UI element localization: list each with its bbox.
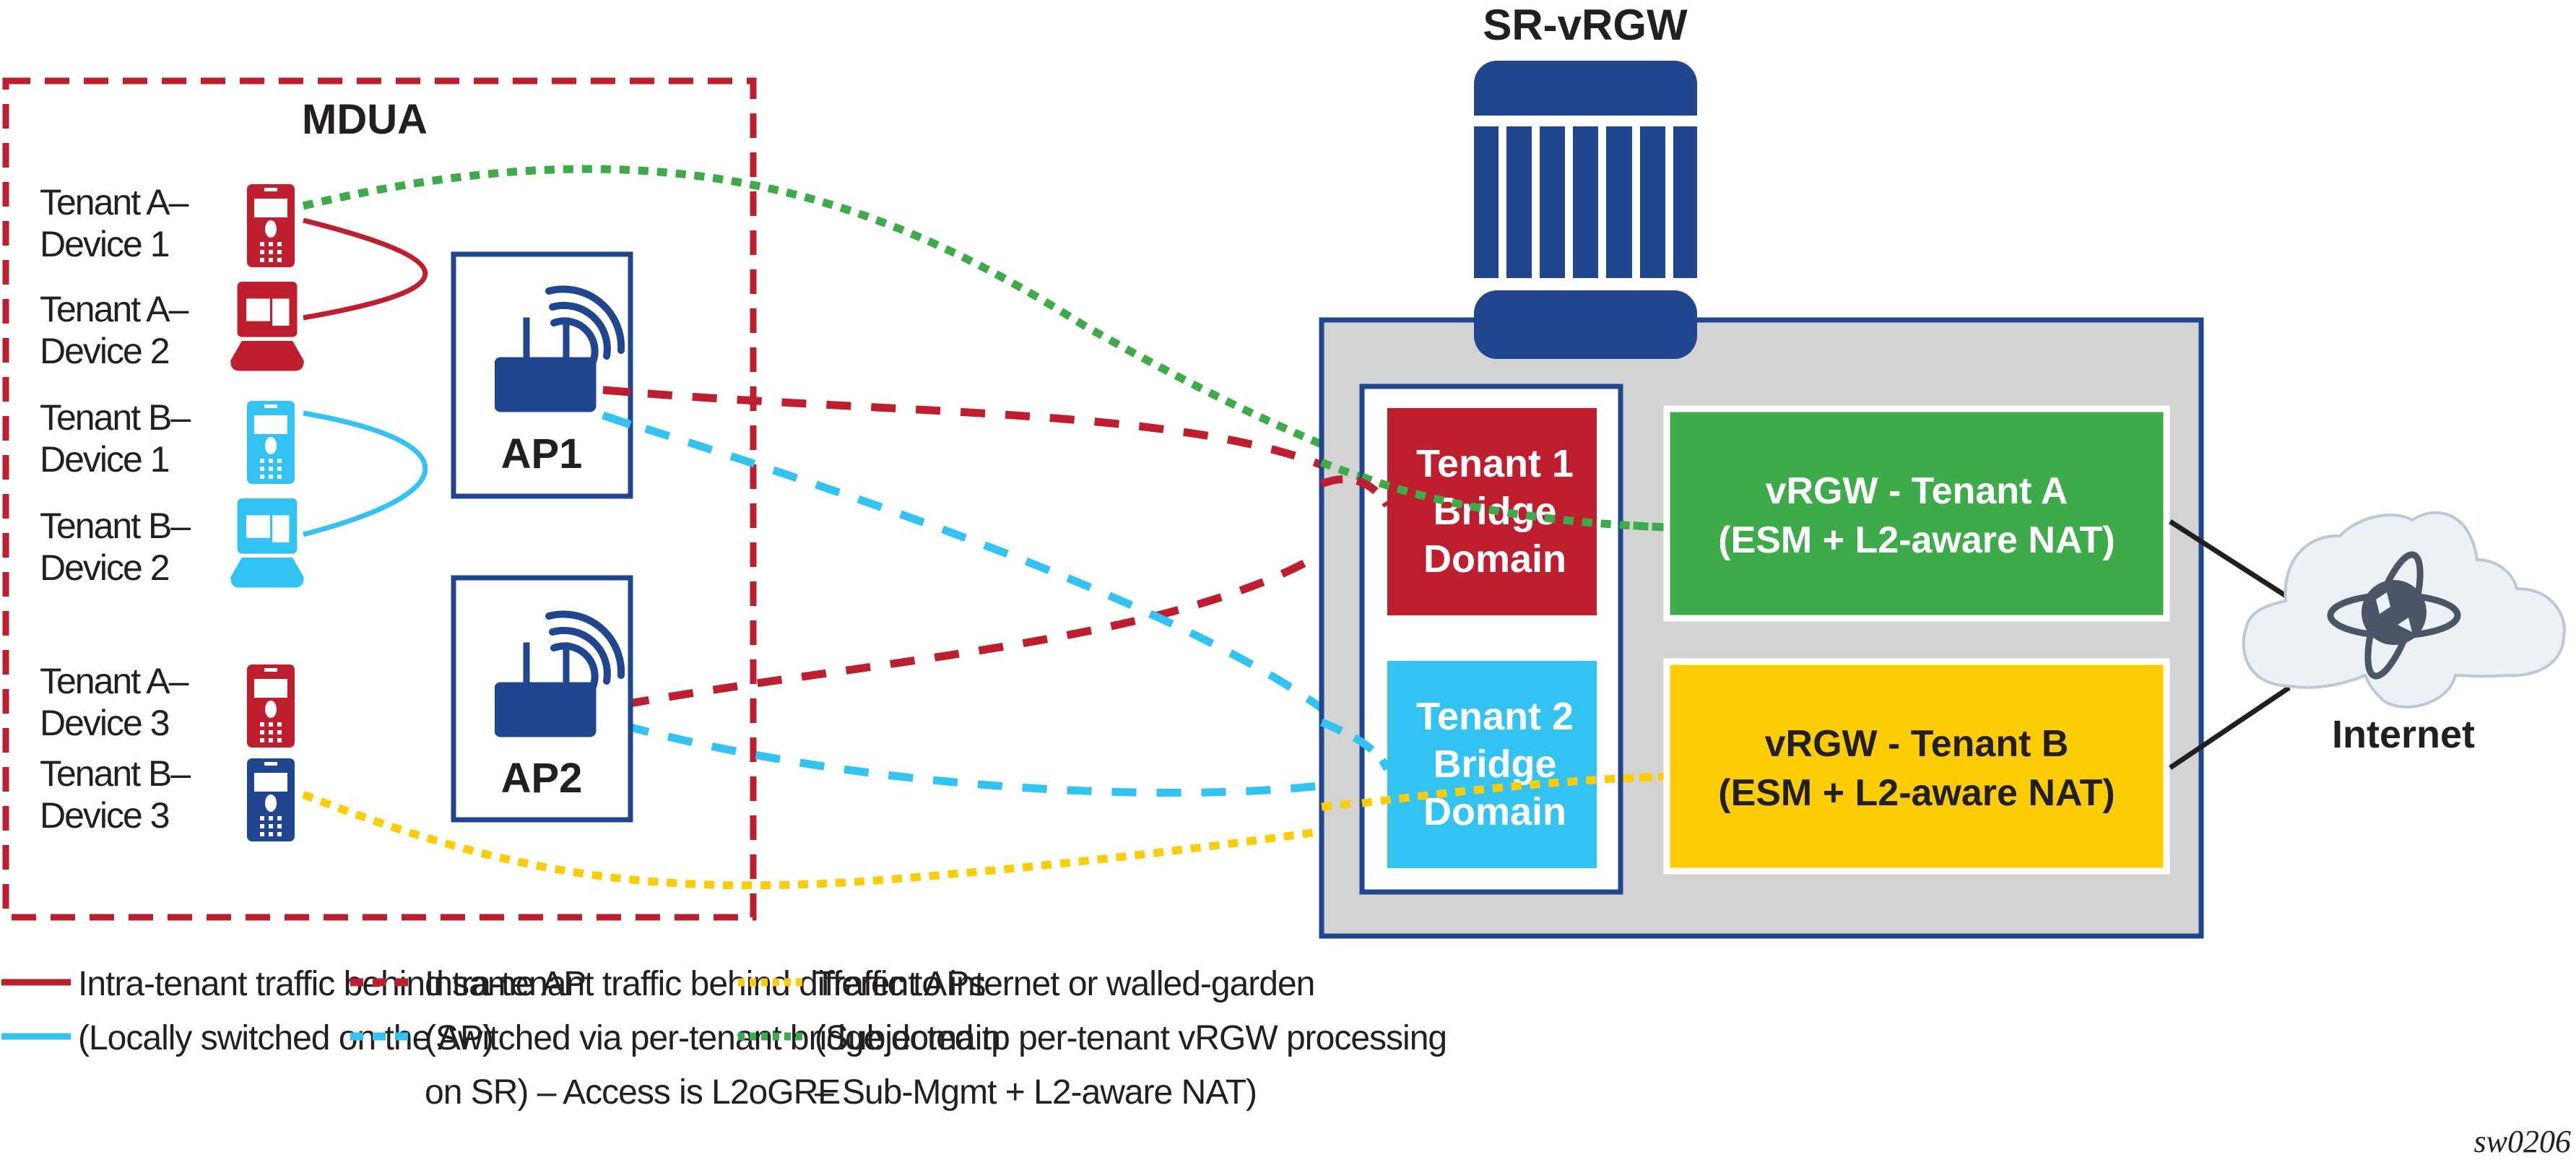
- intra-same-ap-cyan-link: [303, 410, 428, 537]
- phone-icon: [247, 401, 295, 484]
- intra-diff-ap-cyan-link-1: [602, 411, 1387, 768]
- ap1-red-stub: [602, 386, 631, 397]
- legend: Intra-tenant traffic behind same AP (Loc…: [1, 965, 1447, 1112]
- svg-text:Tenant B–: Tenant B–: [40, 506, 191, 546]
- legend-text: Intra-tenant traffic behind same AP: [78, 965, 586, 1003]
- cyan-link-into-bd: [1319, 718, 1392, 771]
- svg-text:Tenant 2: Tenant 2: [1416, 695, 1574, 738]
- svg-text:Domain: Domain: [1423, 790, 1566, 833]
- tenant2-bridge-domain: Tenant 2 Bridge Domain: [1387, 661, 1597, 868]
- svg-text:Device 1: Device 1: [40, 439, 169, 480]
- svg-text:Tenant B–: Tenant B–: [40, 753, 191, 794]
- intra-diff-ap-cyan-link-2: [623, 722, 1385, 797]
- legend-text: on SR) – Access is L2oGRE: [425, 1073, 840, 1112]
- device-label-b3: Tenant B– Device 3: [40, 753, 192, 836]
- intra-diff-ap-red-link-1: [602, 386, 1386, 502]
- svg-text:Bridge: Bridge: [1433, 742, 1556, 786]
- svg-text:(ESM + L2-aware NAT): (ESM + L2-aware NAT): [1718, 772, 2115, 814]
- svg-text:Tenant 1: Tenant 1: [1416, 442, 1574, 485]
- phone-icon: [247, 758, 295, 841]
- access-point-ap2: AP2: [451, 575, 633, 823]
- device-label-a3: Tenant A– Device 3: [40, 661, 191, 743]
- legend-text: – Sub-Mgmt + L2-aware NAT): [815, 1073, 1257, 1112]
- svg-text:Device 2: Device 2: [40, 547, 169, 588]
- mdua-boundary: [2, 77, 757, 921]
- device-label-a2: Tenant A– Device 2: [40, 289, 191, 371]
- ap2-label: AP2: [501, 755, 583, 802]
- green-link-over-bd: [1361, 472, 1669, 532]
- svg-text:Tenant A–: Tenant A–: [40, 182, 189, 222]
- legend-text: (Subjected tp per-tenant vRGW processing: [815, 1019, 1447, 1057]
- uplink-tenant-b: [2169, 685, 2291, 770]
- red-link-into-bd: [1319, 475, 1391, 508]
- sr-vrgw-router-icon: [1474, 61, 1697, 359]
- access-point-ap1: AP1: [451, 251, 633, 499]
- svg-text:Tenant A–: Tenant A–: [40, 289, 189, 329]
- legend-text: Traffic to internet or walled-garden: [815, 965, 1314, 1003]
- ap1-cyan-stub: [602, 411, 632, 429]
- svg-text:Tenant B–: Tenant B–: [40, 397, 191, 438]
- svg-text:Device 1: Device 1: [40, 224, 169, 264]
- figure-id: sw0206: [2474, 1124, 2571, 1159]
- legend-text: (Switched via per-tenant bridge domain: [425, 1019, 1000, 1057]
- intra-same-ap-red-link: [303, 217, 428, 321]
- device-label-a1: Tenant A– Device 1: [40, 182, 191, 264]
- svg-text:Tenant A–: Tenant A–: [40, 661, 189, 701]
- internet-cloud-icon: [2242, 511, 2566, 709]
- internet-label: Internet: [2332, 713, 2475, 756]
- computer-icon: [230, 498, 304, 588]
- svg-text:vRGW - Tenant B: vRGW - Tenant B: [1765, 723, 2069, 765]
- ap1-label: AP1: [501, 430, 583, 477]
- vrgw-tenant-a: vRGW - Tenant A (ESM + L2-aware NAT): [1663, 405, 2170, 622]
- svg-text:Device 2: Device 2: [40, 331, 169, 371]
- intra-diff-ap-red-link-2: [624, 503, 1387, 709]
- sr-vrgw-title: SR-vRGW: [1483, 1, 1688, 49]
- computer-icon: [230, 282, 304, 371]
- legend-text: (Locally switched on the AP): [78, 1019, 493, 1057]
- svg-text:(ESM + L2-aware NAT): (ESM + L2-aware NAT): [1718, 519, 2115, 561]
- phone-icon: [247, 664, 295, 748]
- device-label-b2: Tenant B– Device 2: [40, 506, 192, 588]
- legend-text: Intra-tenant traffic behind different AP…: [425, 965, 985, 1003]
- device-label-b1: Tenant B– Device 1: [40, 397, 192, 480]
- svg-text:Device 3: Device 3: [40, 795, 169, 836]
- svg-text:Device 3: Device 3: [40, 703, 169, 743]
- svg-text:vRGW - Tenant A: vRGW - Tenant A: [1766, 470, 2068, 512]
- vrgw-tenant-b: vRGW - Tenant B (ESM + L2-aware NAT): [1663, 658, 2170, 875]
- globe-icon: [2327, 551, 2461, 680]
- uplink-tenant-a: [2169, 519, 2291, 600]
- svg-text:Domain: Domain: [1423, 537, 1566, 581]
- mdua-title: MDUA: [302, 96, 428, 143]
- phone-icon: [247, 184, 295, 267]
